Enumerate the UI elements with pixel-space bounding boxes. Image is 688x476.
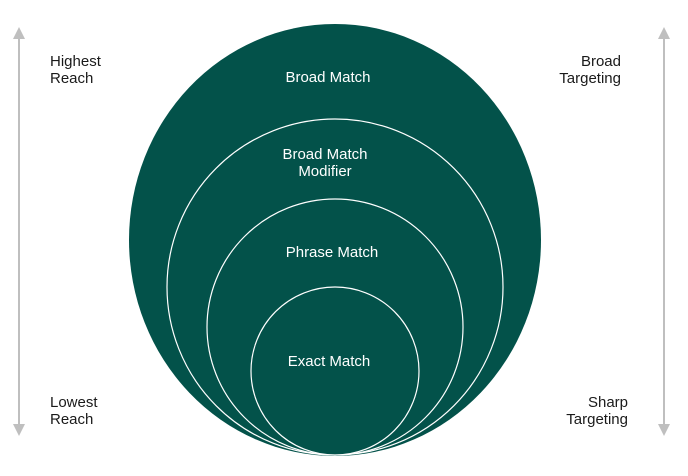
inner-ring-label: Exact Match bbox=[288, 353, 371, 370]
highest-reach-label: Highest Reach bbox=[50, 53, 101, 87]
second-ring-label-line1: Broad Match bbox=[282, 146, 367, 163]
inner-ring-exact-match bbox=[250, 286, 420, 456]
second-ring-label-line2: Modifier bbox=[298, 163, 351, 180]
sharp-targeting-label: Sharp Targeting bbox=[566, 394, 628, 428]
outer-ring-label: Broad Match bbox=[285, 69, 370, 86]
broad-targeting-label: Broad Targeting bbox=[559, 53, 621, 87]
third-ring-label: Phrase Match bbox=[286, 244, 379, 261]
lowest-reach-label: Lowest Reach bbox=[50, 394, 98, 428]
